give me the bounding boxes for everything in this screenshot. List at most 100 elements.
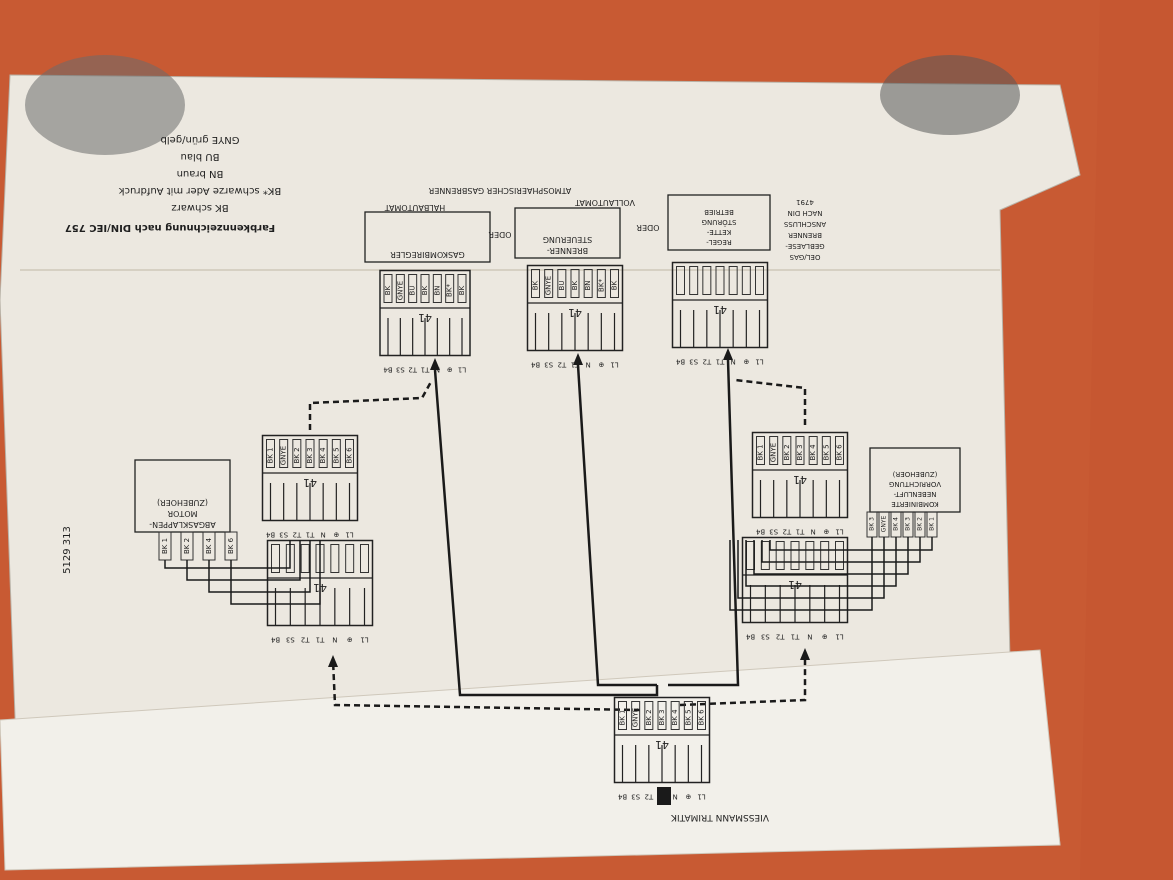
pin-slot bbox=[330, 544, 340, 573]
pin-slot bbox=[715, 266, 725, 295]
pin-label: B4 bbox=[530, 361, 540, 369]
pin-slot bbox=[432, 274, 442, 303]
oder-label-2: ODER bbox=[636, 223, 660, 232]
pin-label: B4 bbox=[265, 531, 275, 539]
pin-slot bbox=[782, 436, 792, 465]
abgas-pin-label: BK 6 bbox=[227, 537, 235, 554]
pin-slot bbox=[408, 274, 418, 303]
wire-label: BU bbox=[558, 281, 566, 291]
wire-label: BK* bbox=[446, 284, 454, 297]
dashed-feed-right bbox=[679, 655, 807, 707]
kombi-pin-label: BK 4 bbox=[893, 517, 900, 531]
brennersteuerung-box-frame bbox=[514, 207, 621, 259]
pin-slot bbox=[697, 701, 706, 730]
arrow-right-dashed bbox=[800, 648, 810, 660]
pin-label: ⊕ bbox=[598, 361, 604, 369]
pin-label: N bbox=[807, 633, 812, 641]
wire-label: BK* bbox=[597, 279, 605, 292]
wire-label: BK 3 bbox=[306, 447, 314, 463]
abgasklappen-box-line: (ZUBEHOER) bbox=[157, 498, 208, 507]
pin-slot bbox=[821, 436, 831, 465]
pin-label: T1 bbox=[306, 531, 316, 539]
connector-id: 41 bbox=[568, 306, 582, 319]
pin-slot bbox=[544, 269, 554, 298]
wire-label: BU bbox=[409, 286, 417, 296]
pin-slot bbox=[557, 269, 567, 298]
brennersteuerung-box-line: STEUERUNG bbox=[543, 235, 593, 244]
trimatik-label: VIESSMANN TRIMATIK bbox=[670, 812, 769, 822]
pin-slot bbox=[657, 701, 667, 730]
wire-label: BK 1 bbox=[757, 444, 765, 460]
dashed-top-left bbox=[308, 379, 434, 430]
kombi-wire-1 bbox=[761, 537, 921, 563]
pin-label: T2 bbox=[301, 636, 311, 644]
wire-label: BK bbox=[384, 285, 392, 295]
pin-label: L1 bbox=[458, 366, 466, 374]
connector-id: 41 bbox=[793, 473, 807, 486]
pin-slot bbox=[420, 274, 430, 303]
wire-label: BK bbox=[532, 280, 540, 290]
pin-slot bbox=[835, 436, 844, 465]
pin-label: S3 bbox=[769, 528, 778, 536]
pin-label: B4 bbox=[755, 528, 765, 536]
feed-regel bbox=[668, 359, 740, 687]
oel-gas-line-4: NACH DIN bbox=[788, 209, 823, 217]
pin-slot bbox=[835, 541, 844, 570]
pin-slot bbox=[683, 701, 693, 730]
abgas-pin-label: BK 4 bbox=[205, 537, 213, 554]
connector-id: 41 bbox=[655, 738, 669, 751]
pin-label: T2 bbox=[292, 531, 302, 539]
pin-label: T2 bbox=[782, 528, 792, 536]
pin-label: ⊕ bbox=[743, 358, 749, 366]
pin-slot bbox=[805, 541, 815, 570]
pin-slot bbox=[755, 266, 764, 295]
abgas-pin-label: BK 2 bbox=[183, 538, 191, 554]
nebenluft-box-line: VORRICHTUNG bbox=[889, 480, 941, 488]
pin-slot bbox=[631, 701, 641, 730]
pin-slot bbox=[775, 541, 785, 570]
brennersteuerung-box-line: BRENNER- bbox=[547, 246, 588, 255]
oel-gas-line-0: OEL/GAS bbox=[789, 253, 820, 261]
arrow-left-dashed bbox=[328, 655, 338, 667]
wire-label: BK bbox=[458, 285, 466, 295]
wire-label: BK 2 bbox=[293, 447, 301, 463]
oel-gas-line-2: BRENNER bbox=[788, 231, 822, 239]
oel-gas-line-5: 4791 bbox=[796, 198, 814, 206]
pin-label: L1 bbox=[755, 358, 763, 366]
pin-label: T1 bbox=[791, 633, 801, 641]
pin-label: ⊕ bbox=[447, 366, 453, 374]
pin-slot bbox=[689, 266, 699, 295]
pin-label: T1 bbox=[716, 358, 726, 366]
pin-label: S3 bbox=[689, 358, 698, 366]
pin-slot bbox=[790, 541, 800, 570]
wire-label: BN bbox=[584, 280, 592, 290]
vollautomat-label: VOLLAUTOMAT bbox=[575, 198, 635, 207]
oel-gas-line-3: ANSCHLUSS bbox=[783, 220, 826, 228]
wire-label: BK 6 bbox=[698, 709, 706, 726]
abgas-wire-1 bbox=[186, 540, 301, 581]
pin-slot bbox=[360, 544, 369, 573]
dashed-top-right bbox=[734, 378, 807, 425]
pin-slot bbox=[769, 436, 779, 465]
pin-slot bbox=[795, 436, 805, 465]
kombi-wire-0 bbox=[769, 537, 933, 551]
feed-gaskombi bbox=[433, 369, 659, 697]
pin-slot bbox=[702, 266, 712, 295]
pin-slot bbox=[445, 274, 455, 303]
nebenluft-box-line: NEBENLUFT- bbox=[893, 490, 936, 498]
pin-slot bbox=[741, 266, 751, 295]
pin-slot bbox=[756, 436, 765, 465]
connector-id: 41 bbox=[418, 311, 432, 324]
wire-label: BK 4 bbox=[671, 709, 679, 726]
kombi-pin-label: BK 3 bbox=[905, 517, 912, 531]
kombi-pin-label: BK 2 bbox=[917, 517, 924, 531]
gaskombiregler-box-line: GASKOMBIREGLER bbox=[390, 250, 465, 259]
pin-slot bbox=[345, 544, 355, 573]
wire-label: GNYE bbox=[770, 443, 778, 462]
connector-id: 41 bbox=[713, 303, 727, 316]
